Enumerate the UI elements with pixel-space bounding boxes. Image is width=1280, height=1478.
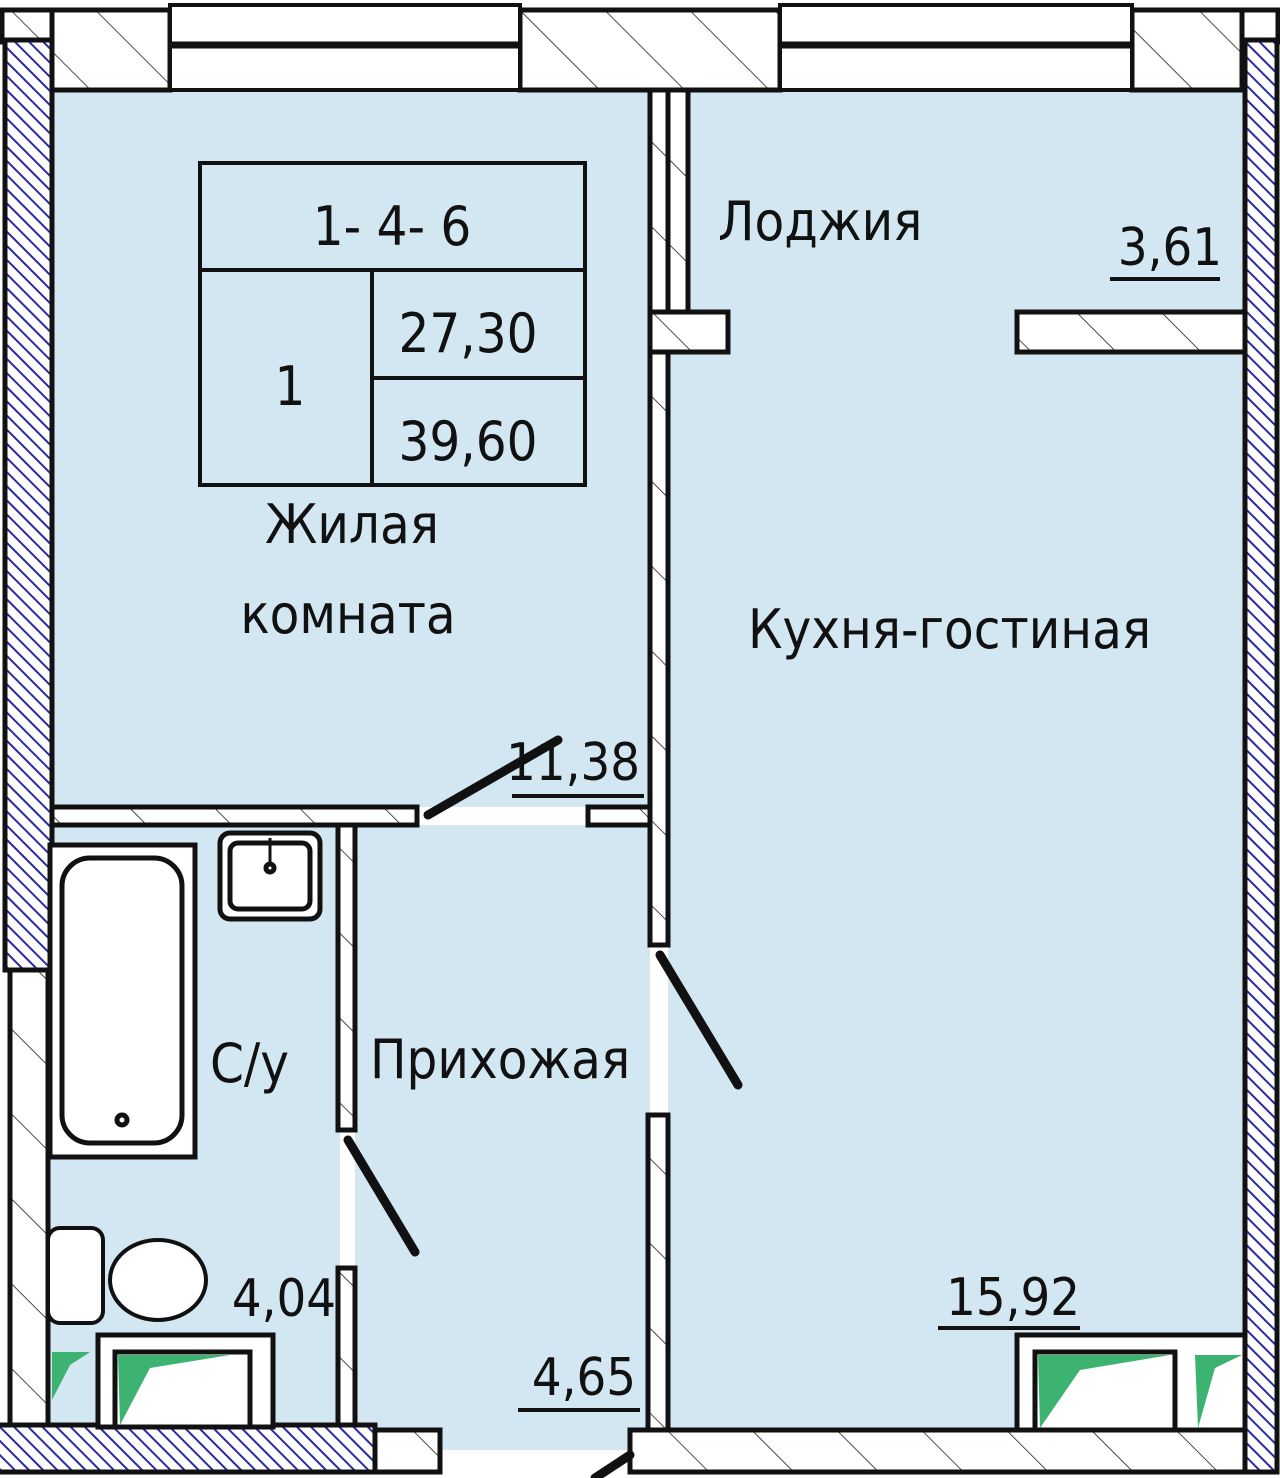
window-top-right[interactable] bbox=[778, 3, 1134, 92]
interior-walls bbox=[7, 87, 1248, 1475]
apartment-info-table bbox=[198, 161, 587, 487]
radiators bbox=[52, 1332, 1248, 1433]
kitchen-area-value: 15,92 bbox=[946, 1268, 1080, 1328]
door-bathroom[interactable] bbox=[343, 1135, 420, 1257]
rooms-count: 1 bbox=[275, 355, 306, 418]
sink bbox=[217, 830, 323, 922]
loggia-label: Лоджия bbox=[718, 190, 922, 253]
living-room-label-2: комната bbox=[240, 583, 455, 646]
loggia-area bbox=[688, 90, 1245, 352]
bathtub bbox=[47, 842, 198, 1160]
bathroom-label: С/у bbox=[210, 1032, 289, 1095]
hallway-label: Прихожая bbox=[370, 1028, 630, 1091]
exterior-walls bbox=[0, 37, 1280, 1475]
doors[interactable] bbox=[343, 735, 743, 1478]
living-room-area-value: 11,38 bbox=[506, 733, 640, 793]
living-area: 27,30 bbox=[398, 302, 537, 365]
apartment-code: 1- 4- 6 bbox=[313, 195, 472, 258]
bathroom-area-value: 4,04 bbox=[232, 1269, 336, 1329]
kitchen-area bbox=[668, 340, 1245, 1432]
door-entrance[interactable] bbox=[590, 1450, 635, 1478]
kitchen-label: Кухня-гостиная bbox=[748, 598, 1151, 661]
living-room-label-1: Жилая bbox=[265, 493, 439, 556]
window-top-left[interactable] bbox=[168, 3, 522, 92]
hallway-area bbox=[355, 825, 650, 1450]
door-living-room[interactable] bbox=[423, 735, 563, 820]
door-kitchen[interactable] bbox=[655, 950, 743, 1090]
loggia-area-value: 3,61 bbox=[1118, 218, 1222, 278]
hallway-area-value: 4,65 bbox=[532, 1348, 636, 1408]
living-room-area bbox=[52, 90, 652, 807]
toilet bbox=[46, 1226, 208, 1325]
total-area: 39,60 bbox=[398, 410, 537, 473]
